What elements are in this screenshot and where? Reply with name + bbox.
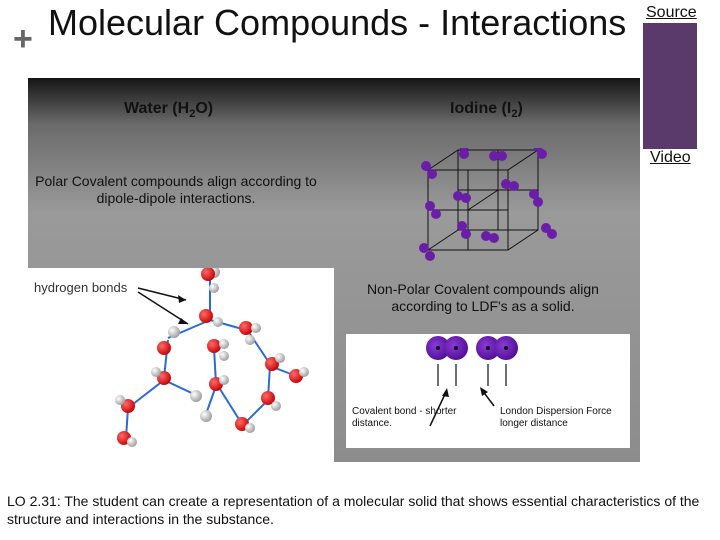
ldf-diagram: Covalent bond - shorter distance. London…	[346, 334, 630, 448]
iodine-label: Iodine (I2)	[450, 100, 523, 121]
water-molecules	[115, 266, 309, 447]
hydrogen-bonds-label: hydrogen bonds	[34, 280, 128, 295]
learning-objective-text: LO 2.31: The student can create a repres…	[7, 493, 700, 527]
water-diagram: hydrogen bonds	[28, 266, 334, 462]
video-link[interactable]: Video	[650, 149, 691, 166]
accent-bar	[643, 23, 697, 149]
ldf-bond-diagram: Covalent bond - shorter distance. London…	[352, 336, 612, 429]
water-caption: Polar Covalent compounds align according…	[35, 173, 317, 206]
iodine-cube-diagram	[419, 141, 557, 261]
plus-icon: +	[13, 20, 33, 58]
water-lattice-diagram: hydrogen bonds	[34, 266, 309, 447]
covalent-bond-label: Covalent bond - shorter distance.	[352, 406, 457, 429]
water-label: Water (H2O)	[124, 100, 214, 121]
source-link[interactable]: Source	[646, 4, 697, 21]
slide-title: Molecular Compounds - Interactions	[48, 2, 627, 43]
iodine-caption: Non-Polar Covalent compounds align accor…	[367, 281, 599, 314]
ldf-label: London Dispersion Force longer distance	[500, 406, 612, 429]
iodine-lattice	[414, 141, 572, 268]
